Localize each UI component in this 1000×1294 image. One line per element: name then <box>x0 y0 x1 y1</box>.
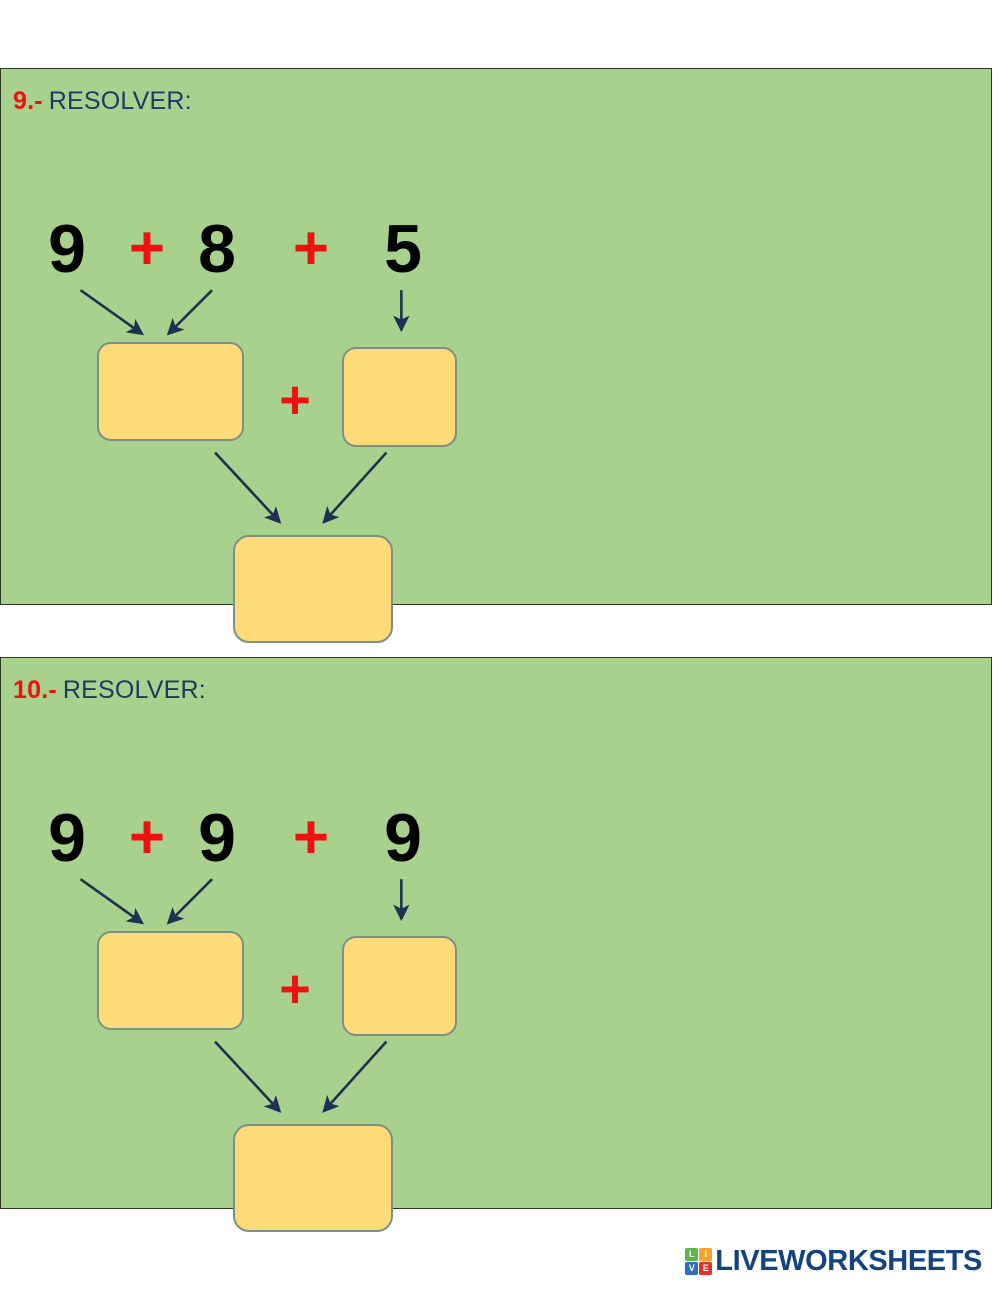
equation-operator-1: + <box>128 803 166 872</box>
equation-term-2: 8 <box>198 211 236 287</box>
exercise-number-10: 10.- <box>13 676 57 704</box>
brand-text: LIVEWORKSHEETS <box>715 1245 982 1277</box>
equation-row-9: 9 + 8 + 5 <box>1 209 471 289</box>
answer-box-result-9[interactable] <box>233 535 393 643</box>
equation-term-2: 9 <box>198 800 236 876</box>
answer-box-left-9[interactable] <box>97 342 244 441</box>
middle-operator-9: + <box>279 370 311 430</box>
live-tile-l: L <box>685 1248 699 1261</box>
exercise-title-9: RESOLVER: <box>48 87 192 115</box>
answer-box-left-10[interactable] <box>97 931 244 1030</box>
arrow-layer-9 <box>79 289 410 524</box>
live-tile-v: V <box>685 1262 699 1275</box>
middle-operator-10: + <box>279 959 311 1019</box>
equation-term-1: 9 <box>48 800 86 876</box>
equation-operator-1: + <box>128 214 166 283</box>
exercise-title-10: RESOLVER: <box>62 676 206 704</box>
equation-operator-2: + <box>292 803 330 872</box>
equation-term-3: 5 <box>384 211 422 287</box>
exercise-number-9: 9.- <box>13 87 43 115</box>
equation-term-1: 9 <box>48 211 86 287</box>
answer-box-right-10[interactable] <box>342 936 457 1036</box>
answer-box-right-9[interactable] <box>342 347 457 447</box>
answer-box-result-10[interactable] <box>233 1124 393 1232</box>
equation-term-3: 9 <box>384 800 422 876</box>
equation-operator-2: + <box>292 214 330 283</box>
live-tile-i: I <box>699 1248 713 1261</box>
live-tiles-icon: L I V E <box>685 1248 713 1275</box>
liveworksheets-logo[interactable]: L I V E LIVEWORKSHEETS <box>685 1245 982 1278</box>
exercise-panel-9: 9.-RESOLVER: 9 + 8 + 5 + <box>0 68 992 643</box>
equation-row-10: 9 + 9 + 9 <box>1 798 471 878</box>
live-tile-e: E <box>699 1262 713 1275</box>
panel-header-9: 9.-RESOLVER: <box>13 87 192 116</box>
panel-header-10: 10.-RESOLVER: <box>13 676 206 705</box>
exercise-panel-10: 10.-RESOLVER: 9 + 9 + 9 + <box>0 657 992 1232</box>
